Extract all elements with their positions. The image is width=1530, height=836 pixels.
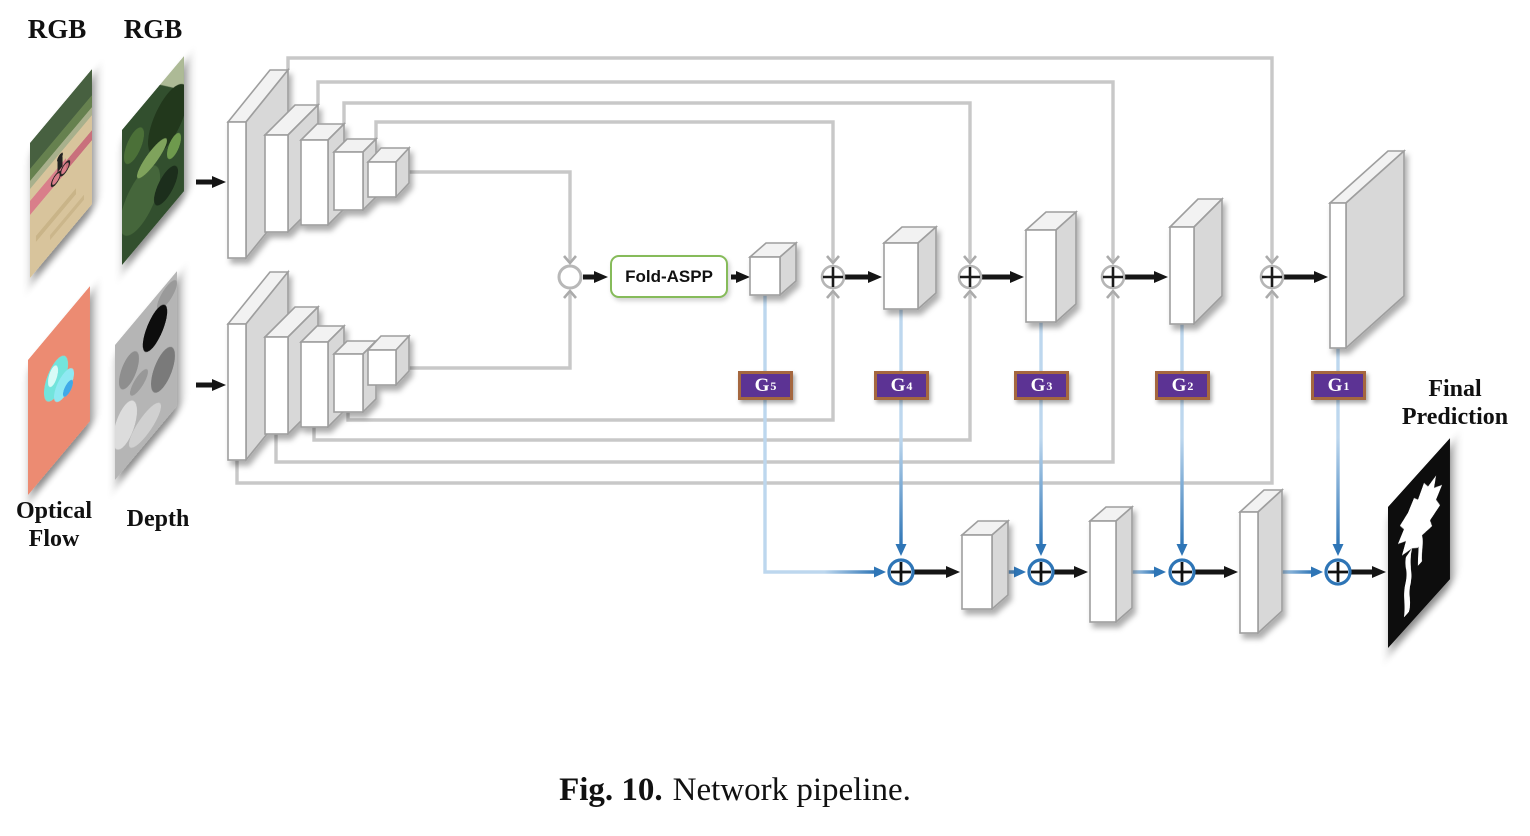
skip-line-bottom-2 (274, 289, 1120, 464)
feature-block-g5 (747, 241, 799, 297)
gate-sup: 5 (770, 378, 777, 393)
feature-block-g2 (1168, 197, 1224, 326)
sum-node-blue-2 (1027, 558, 1055, 586)
feature-block-g1 (1327, 149, 1407, 350)
fold-aspp-label: Fold-ASPP (625, 266, 713, 286)
optical-flow-label: Optical Flow (16, 498, 92, 552)
sum-node-blue-1 (887, 558, 915, 586)
skip-line-bottom-4 (346, 289, 840, 422)
gate-base: G (754, 374, 770, 396)
gate5-drop-line (763, 295, 790, 574)
fold-aspp-module: Fold-ASPP (610, 255, 728, 298)
gate-base: G (1327, 374, 1343, 396)
skip-line-top-1 (286, 56, 1279, 265)
skip-line-bottom-1 (235, 289, 1279, 485)
sum-node-gray-1 (1259, 264, 1285, 290)
gate-base: G (890, 374, 906, 396)
rgb-image-1 (30, 69, 92, 278)
encoder-skip-connections (235, 56, 1279, 485)
skip-line-top-5 (396, 170, 577, 265)
motion-depth-encoder (226, 269, 411, 463)
gate-sup: 2 (1187, 378, 1194, 393)
rgb-image-2 (122, 56, 184, 265)
decoder-block-3 (1237, 488, 1285, 635)
figure-caption: Fig. 10.Network pipeline. (355, 772, 1115, 809)
optical-flow-image (28, 286, 90, 495)
feature-block-g3 (1023, 210, 1079, 324)
final-prediction-label: Final Prediction (1401, 376, 1509, 430)
skip-line-bottom-5 (396, 289, 577, 370)
encoder-box (366, 333, 411, 388)
decoder-block-1 (959, 519, 1011, 611)
figure-caption-number: Fig. 10. (559, 772, 663, 808)
gate-base: G (1171, 374, 1187, 396)
rgb-bottom-label: RGB (123, 14, 183, 44)
gate-sup: 1 (1343, 378, 1350, 393)
encoder-box (366, 145, 411, 200)
flow-arrows (196, 176, 1386, 578)
concat-node (557, 264, 583, 290)
depth-image (115, 271, 177, 480)
sum-node-gray-4 (820, 264, 846, 290)
sum-node-blue-3 (1168, 558, 1196, 586)
feature-block-g4 (881, 225, 939, 311)
merge-nodes (557, 264, 1352, 586)
decoder-block-2 (1087, 505, 1135, 624)
skip-line-bottom-3 (312, 289, 977, 442)
gate-base: G (1030, 374, 1046, 396)
sum-node-blue-4 (1324, 558, 1352, 586)
skip-line-top-4 (374, 120, 840, 265)
gate-sup: 3 (1046, 378, 1053, 393)
rgb-top-label: RGB (27, 14, 87, 44)
final-prediction-image (1388, 438, 1450, 648)
decoder-blocks (959, 488, 1285, 635)
skip-line-top-3 (342, 101, 977, 265)
skip-line-top-2 (316, 80, 1120, 265)
gate-sup: 4 (906, 378, 913, 393)
depth-label: Depth (126, 506, 190, 532)
rgb-encoder (226, 67, 411, 261)
sum-node-gray-3 (957, 264, 983, 290)
figure-caption-text: Network pipeline. (672, 772, 911, 808)
sum-node-gray-2 (1100, 264, 1126, 290)
gate-feature-blocks (747, 149, 1407, 350)
